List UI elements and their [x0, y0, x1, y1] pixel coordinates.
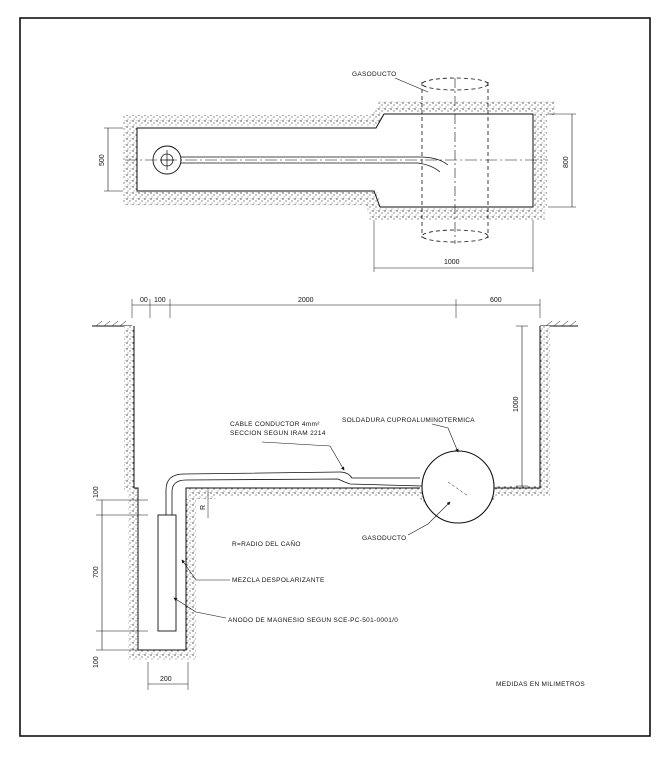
- sec-dim-a: 00: [140, 297, 148, 304]
- anodo-leader: [173, 597, 227, 619]
- mezcla-leader: [181, 559, 230, 581]
- plan-dim-right: 800: [563, 156, 570, 168]
- plan-trench-outline: [136, 113, 534, 208]
- plan-dim-left: 500: [99, 154, 106, 166]
- sec-anode: [157, 514, 177, 632]
- gasoducto-leader: [407, 501, 451, 536]
- gasoducto-label: GASODUCTO: [362, 535, 406, 542]
- sec-dim-bot100: 100: [93, 656, 100, 668]
- sec-dim-top100: 100: [93, 486, 100, 498]
- cable-leader: [261, 441, 345, 471]
- sec-dim-width: 200: [160, 676, 172, 683]
- sec-dim-c: 2000: [298, 297, 314, 304]
- cable-label-1: CABLE CONDUCTOR 4mm²: [230, 421, 320, 428]
- sec-soil-pit-bottom: [128, 650, 196, 660]
- anodo-label: ANODO DE MAGNESIO SEGUN SCE-PC-501-0001/…: [228, 617, 398, 624]
- plan-soil-left: [123, 126, 137, 192]
- sec-dim-depth: 1000: [513, 396, 520, 412]
- sec-gas-pipe: [421, 450, 495, 524]
- drawing-border: [19, 17, 651, 737]
- gas-leader: [394, 77, 429, 93]
- plan-soil-bottom: [123, 192, 545, 220]
- sec-soil-right-wall: [540, 326, 550, 496]
- medidas-label: MEDIDAS EN MILIMETROS: [496, 681, 585, 688]
- cable-label-2: SECCION SEGUN IRAM 2214: [230, 430, 326, 437]
- sec-soil-floor: [188, 486, 550, 499]
- soldadura-label: SOLDADURA CUPROALUMINOTERMICA: [342, 417, 475, 424]
- sec-soil-pit-right: [186, 499, 196, 658]
- plan-cable: [181, 156, 449, 173]
- plan-dim-bottom: 1000: [444, 259, 460, 266]
- section-view: 00 100 2000 600 1000: [92, 297, 585, 690]
- sec-soil-left-wall: [124, 326, 134, 492]
- sec-dim-r: R: [200, 505, 207, 510]
- plan-soil-top: [123, 101, 555, 126]
- sec-soil-pit-left: [128, 488, 138, 658]
- radio-label: R=RADIO DEL CAÑO: [232, 539, 301, 548]
- sec-dim-d: 600: [490, 297, 502, 304]
- mezcla-label: MEZCLA DESPOLARIZANTE: [232, 577, 325, 584]
- plan-gas-label: GASODUCTO: [352, 71, 396, 78]
- plan-view: GASODUCTO 500 800 1000: [99, 71, 576, 272]
- sec-dim-700: 700: [93, 566, 100, 578]
- sec-dim-b: 100: [154, 297, 166, 304]
- soldadura-leader: [431, 423, 459, 453]
- sec-cable: [165, 471, 423, 515]
